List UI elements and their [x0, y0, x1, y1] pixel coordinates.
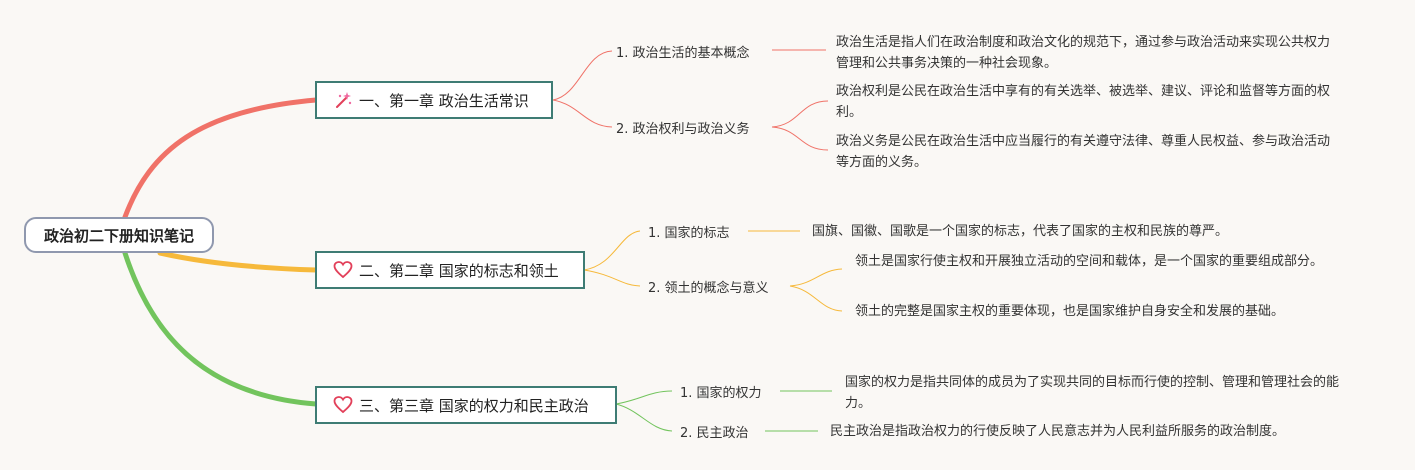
chapter-label: 三、第三章 国家的权力和民主政治 — [359, 396, 589, 415]
root-label: 政治初二下册知识笔记 — [43, 226, 194, 245]
leaf-note[interactable]: 国旗、国徽、国歌是一个国家的标志，代表了国家的主权和民族的尊严。 — [812, 224, 1229, 239]
leaf-note[interactable]: 国家的权力是指共同体的成员为了实现共同的目标而行使的控制、管理和管理社会的能力。 — [845, 375, 1340, 411]
chapter-label: 二、第二章 国家的标志和领土 — [359, 261, 559, 280]
leaf-note[interactable]: 政治义务是公民在政治生活中应当履行的有关遵守法律、尊重人民权益、参与政治活动等方… — [836, 134, 1331, 170]
chapter-node-2[interactable]: 二、第二章 国家的标志和领土 — [315, 251, 585, 289]
leaf-note[interactable]: 民主政治是指政治权力的行使反映了人民意志并为人民利益所服务的政治制度。 — [830, 424, 1286, 439]
chapter-node-1[interactable]: 一、第一章 政治生活常识 — [315, 81, 553, 119]
branch-line-1 — [122, 97, 319, 220]
topic-node[interactable]: 2. 领土的概念与意义 — [648, 281, 769, 296]
chapter-node-3[interactable]: 三、第三章 国家的权力和民主政治 — [315, 386, 617, 424]
magic-wand-sparkle-icon — [333, 90, 353, 110]
topic-node[interactable]: 2. 民主政治 — [680, 426, 749, 441]
leaf-note[interactable]: 领土是国家行使主权和开展独立活动的空间和载体，是一个国家的重要组成部分。 — [855, 254, 1324, 269]
root-node[interactable]: 政治初二下册知识笔记 — [24, 217, 214, 253]
heart-icon — [333, 260, 353, 280]
branch-line-2 — [157, 250, 319, 273]
leaf-note[interactable]: 政治权利是公民在政治生活中享有的有关选举、被选举、建议、评论和监督等方面的权利。 — [836, 84, 1331, 120]
topic-node[interactable]: 2. 政治权利与政治义务 — [616, 122, 750, 137]
leaf-note[interactable]: 领土的完整是国家主权的重要体现，也是国家维护自身安全和发展的基础。 — [855, 304, 1285, 319]
leaf-note[interactable]: 政治生活是指人们在政治制度和政治文化的规范下，通过参与政治活动来实现公共权力管理… — [836, 35, 1331, 71]
topic-node[interactable]: 1. 国家的标志 — [648, 226, 730, 241]
branch-line-3 — [122, 250, 319, 407]
heart-icon — [333, 395, 353, 415]
topic-node[interactable]: 1. 政治生活的基本概念 — [616, 46, 750, 61]
chapter-label: 一、第一章 政治生活常识 — [359, 91, 529, 110]
topic-node[interactable]: 1. 国家的权力 — [680, 386, 762, 401]
